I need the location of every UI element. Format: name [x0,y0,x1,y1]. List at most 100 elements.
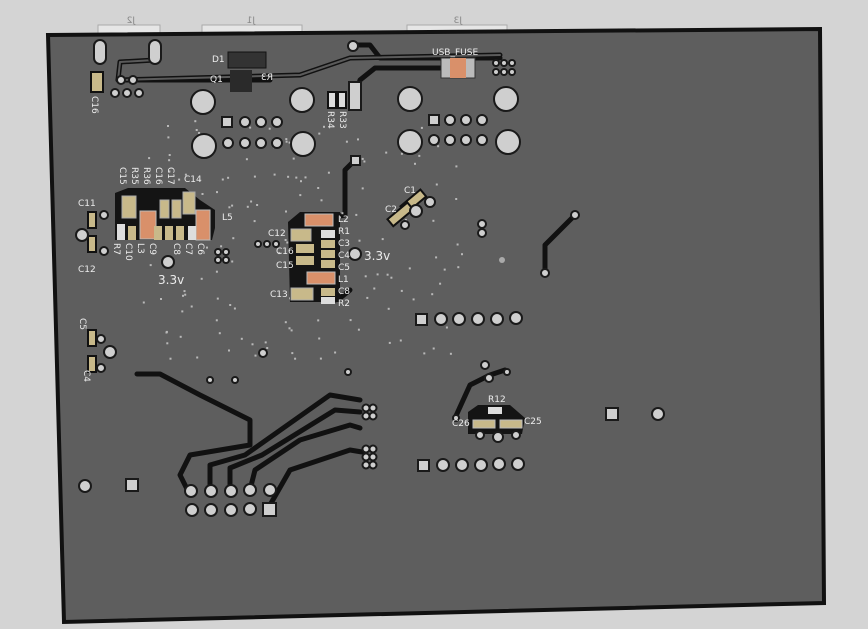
label-3v3-left: 3.3v [158,273,184,287]
switch-pad-right[interactable] [148,39,162,65]
via-dot [264,341,267,344]
label-c17: C17 [165,167,175,185]
via-dot [285,140,288,143]
test-pad-square [125,478,139,492]
via-dot [299,194,302,197]
via-dot [221,178,224,181]
via-dot [184,293,187,296]
pad [477,228,487,238]
label-c3: C3 [338,239,350,249]
via-dot [278,252,281,255]
label-c26: C26 [452,419,470,429]
via-dot [455,165,458,168]
pin-header-lower[interactable] [417,457,525,472]
label-c16: C16 [89,96,99,114]
via-pad [206,376,214,384]
via-dot [246,205,249,208]
connector-j1-label: J1 [247,16,256,26]
label-c14: C14 [184,175,202,185]
pcb-board[interactable] [45,26,827,625]
via-dot [456,243,459,246]
label-r7: R7 [111,243,121,255]
resistor-r33 [337,91,347,109]
via-dot [361,187,364,190]
via-dot [323,125,325,128]
pin-header-2x5[interactable] [184,483,277,517]
label-usb-fuse: USB_FUSE [432,48,478,58]
via-dot [190,305,193,308]
pin-header-mid[interactable] [415,311,523,326]
label-c10: C10 [123,243,133,261]
label-l3: L3 [135,243,145,254]
via-dot [404,218,407,221]
via-dot [431,293,434,296]
via-dot [253,220,256,223]
via-dot [240,337,243,340]
via-dot [300,180,302,183]
label-r34: R34 [325,111,335,129]
via-dot [432,219,435,222]
via-dot [290,329,293,332]
via-dot [457,266,460,269]
via-dot [295,176,298,179]
via-dot [284,321,287,324]
via-dot [231,204,234,207]
via-dot [334,351,337,354]
usb-fuse-body [450,58,466,78]
via-dot [181,310,184,313]
via-dot [196,356,199,359]
via-dot [319,357,322,360]
via-dot [284,239,287,241]
via-pad [344,368,352,376]
label-c15: C15 [117,167,127,185]
via-dot [385,151,388,154]
via-dot [320,199,323,202]
via-dot [249,126,252,129]
transistor-q1 [230,70,252,92]
via-dot [256,204,259,206]
via-dot [357,328,360,331]
via-dot [227,176,230,179]
via-dot [253,175,256,178]
via-dot [179,335,182,338]
via-dot [194,120,197,123]
via-dot [198,132,201,134]
via-dot [201,193,204,195]
via-dot [167,136,170,139]
label-r2: R2 [338,299,350,309]
via-pad [347,40,359,52]
connector-j2-label: J2 [127,16,136,26]
via-dot [167,125,169,127]
via-dot [291,352,294,355]
via-dot [388,341,391,344]
via-dot [169,357,172,360]
via-dot [168,154,171,156]
via-dot [432,347,435,350]
via-dot [418,154,421,157]
mounting-pads [190,86,521,159]
via-dot [254,354,257,357]
via-dot [149,264,152,267]
via-dot [400,289,403,292]
via [499,257,505,263]
via-dot [349,319,352,322]
via-dot [215,270,218,273]
via-dot [266,347,269,349]
pad [570,210,580,220]
via-dot [160,298,162,300]
components-r12-c25-c26 [452,360,523,443]
via-dot [423,352,426,355]
via-dot [358,239,361,242]
via-pad [231,376,239,384]
via-dot [273,173,276,176]
label-c1: C1 [404,186,416,196]
switch-pad-left[interactable] [93,39,107,65]
via-dot [400,152,403,155]
via-dot [228,206,231,209]
via-dot [216,191,218,194]
via-dot [386,273,389,276]
via-dot [435,256,438,259]
via-dot [373,287,376,290]
via-dot [200,277,203,280]
